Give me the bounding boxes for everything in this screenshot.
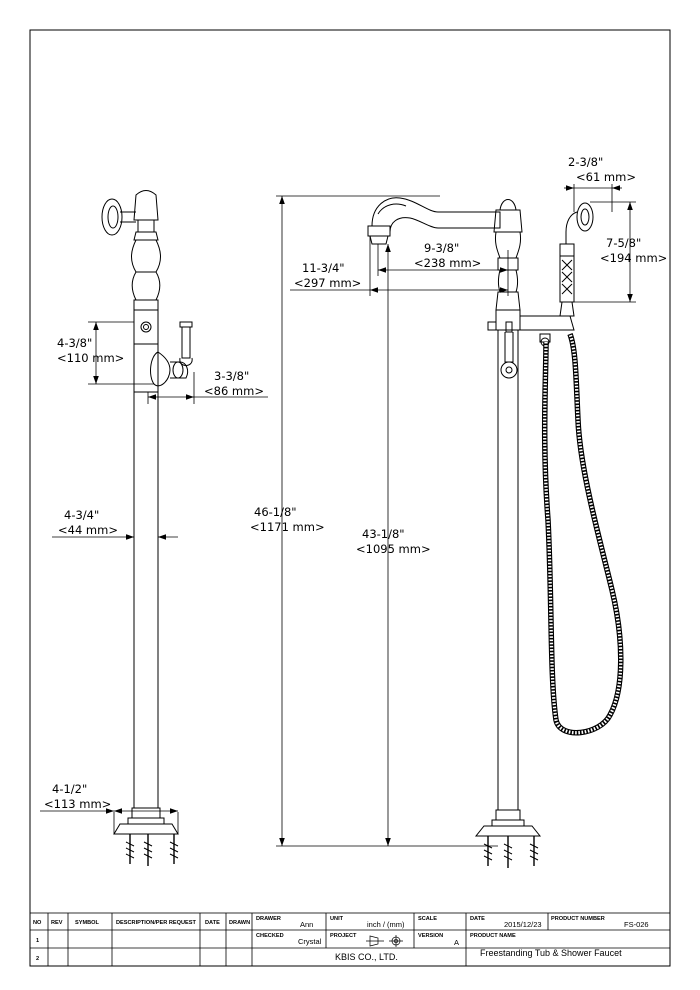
- tb-product-name-value: Freestanding Tub & Shower Faucet: [480, 948, 622, 958]
- tb-drawer-label: DRAWER: [256, 916, 281, 922]
- tb-unit-label: UNIT: [330, 916, 344, 922]
- tb-header-rev: REV: [51, 920, 63, 926]
- front-view-faucet: [367, 197, 594, 868]
- dim-handle-reach-mm: <86 mm>: [204, 384, 264, 398]
- tb-header-no: NO: [33, 920, 42, 926]
- dim-spout-height-mm: <1095 mm>: [356, 542, 431, 556]
- tb-product-number-label: PRODUCT NUMBER: [551, 916, 605, 922]
- side-view-faucet: [101, 190, 193, 866]
- front-view-hose: [541, 333, 624, 736]
- dim-body-dia-inch: 4-3/4": [64, 508, 99, 522]
- title-block: NO REV SYMBOL DESCRIPTION/PER REQUEST DA…: [29, 912, 671, 967]
- dim-base-dia-inch: 4-1/2": [52, 782, 87, 796]
- tb-row-2: 2: [36, 956, 39, 962]
- dim-spout-height-inch: 43-1/8": [362, 527, 405, 541]
- dim-handle-reach-inch: 3-3/8": [214, 369, 249, 383]
- dim-spout-reach-total-mm: <297 mm>: [294, 276, 361, 290]
- dim-holder-width-mm: <61 mm>: [576, 170, 636, 184]
- dim-total-height-inch: 46-1/8": [254, 505, 297, 519]
- dim-handshower-len-mm: <194 mm>: [600, 251, 667, 265]
- dim-total-height-mm: <1171 mm>: [250, 520, 325, 534]
- front-view-dimension-lines: [276, 184, 636, 847]
- dim-side-height-inch: 4-3/8": [57, 336, 92, 350]
- tb-date-value: 2015/12/23: [504, 920, 542, 929]
- sheet-border: [29, 29, 671, 967]
- tb-checked-label: CHECKED: [256, 933, 284, 939]
- dim-spout-reach-total-inch: 11-3/4": [302, 261, 345, 275]
- tb-date-label: DATE: [470, 916, 485, 922]
- front-view-dimension-labels: 46-1/8" <1171 mm> 43-1/8" <1095 mm> 11-3…: [250, 155, 667, 556]
- dim-handshower-len-inch: 7-5/8": [606, 236, 641, 250]
- side-view-dimension-lines: [40, 321, 268, 834]
- tb-header-date: DATE: [205, 920, 220, 926]
- tb-product-name-label: PRODUCT NAME: [470, 933, 516, 939]
- tb-unit-value: inch / (mm): [367, 920, 405, 929]
- tb-header-description: DESCRIPTION/PER REQUEST: [116, 920, 196, 926]
- dim-base-dia-mm: <113 mm>: [44, 797, 111, 811]
- tb-product-number-value: FS-026: [624, 920, 649, 929]
- tb-header-symbol: SYMBOL: [75, 920, 100, 926]
- dim-holder-width-inch: 2-3/8": [568, 155, 603, 169]
- tb-project-label: PROJECT: [330, 933, 357, 939]
- dim-spout-reach-mm: <238 mm>: [414, 256, 481, 270]
- tb-company-name: KBIS CO., LTD.: [335, 952, 398, 962]
- dim-spout-reach-inch: 9-3/8": [424, 241, 459, 255]
- tb-checked-value: Crystal: [298, 937, 322, 946]
- tb-header-drawn: DRAWN: [229, 920, 250, 926]
- tb-scale-label: SCALE: [418, 916, 437, 922]
- tb-row-1: 1: [36, 938, 39, 944]
- dim-side-height-mm: <110 mm>: [57, 351, 124, 365]
- tb-version-value: A: [454, 938, 459, 947]
- side-view-dimension-labels: 4-3/8" <110 mm> 3-3/8" <86 mm> 4-3/4" <4…: [44, 336, 264, 811]
- tb-drawer-value: Ann: [300, 920, 313, 929]
- dim-body-dia-mm: <44 mm>: [58, 523, 118, 537]
- projection-symbol-icon: [366, 935, 403, 947]
- tb-version-label: VERSION: [418, 933, 443, 939]
